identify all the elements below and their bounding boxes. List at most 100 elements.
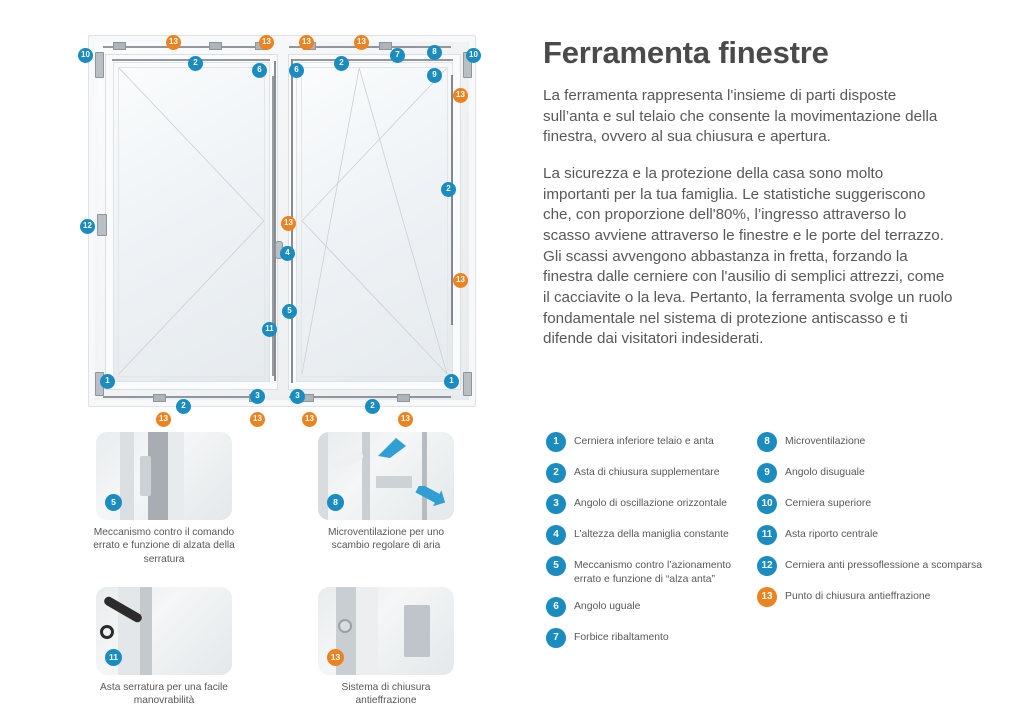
diagram-marker-13[interactable]: 13 — [250, 408, 265, 427]
diagram-marker-13[interactable]: 13 — [166, 31, 181, 50]
detail-thumbnail[interactable]: 11 — [96, 587, 232, 675]
diagram-marker-badge: 13 — [453, 87, 468, 103]
detail-thumbnail[interactable]: 13 — [318, 587, 454, 675]
card-badge: 13 — [327, 649, 344, 666]
diagram-marker-badge: 13 — [453, 272, 468, 288]
legend-badge: 6 — [546, 597, 566, 618]
locking-point — [397, 394, 410, 402]
diagram-marker-13[interactable]: 13 — [156, 408, 171, 427]
legend-label: L’altezza della maniglia constante — [574, 529, 729, 540]
diagram-marker-13[interactable]: 13 — [302, 408, 317, 427]
detail-card-5[interactable]: 5 Meccanismo contro il comando errato e … — [93, 432, 237, 566]
diagram-marker-5[interactable]: 5 — [282, 300, 297, 319]
thumb-art — [140, 587, 152, 675]
diagram-marker-badge: 2 — [176, 398, 191, 414]
detail-thumbnail[interactable]: 8 — [318, 432, 454, 520]
detail-card-13[interactable]: 13 Sistema di chiusura antieffrazione — [318, 587, 459, 708]
diagram-marker-6[interactable]: 6 — [252, 59, 267, 78]
diagram-marker-13[interactable]: 13 — [354, 31, 369, 50]
hardware-rail-top-left — [103, 46, 263, 48]
diagram-marker-badge: 10 — [466, 47, 481, 63]
glass-pane-right — [301, 67, 448, 377]
diagram-marker-13[interactable]: 13 — [281, 212, 296, 231]
diagram-marker-13[interactable]: 13 — [453, 269, 468, 288]
diagram-marker-10[interactable]: 10 — [466, 44, 481, 63]
diagram-marker-3[interactable]: 3 — [290, 385, 305, 404]
legend-item-4[interactable]: 4 L’altezza della maniglia constante — [546, 525, 757, 545]
diagram-marker-badge: 2 — [365, 398, 380, 414]
hardware-strip — [293, 59, 453, 61]
legend-badge: 8 — [757, 432, 778, 452]
legend-label: Microventilazione — [785, 436, 866, 447]
diagram-marker-12[interactable]: 12 — [80, 215, 95, 234]
legend-label: Cerniera superiore — [785, 498, 872, 509]
diagram-marker-badge: 7 — [390, 47, 405, 63]
diagram-marker-2[interactable]: 2 — [188, 52, 203, 71]
diagram-marker-13[interactable]: 13 — [299, 31, 314, 50]
legend-label: Angolo di oscillazione orizzontale — [574, 498, 728, 509]
thumb-art — [168, 432, 184, 520]
detail-thumbnail[interactable]: 5 — [96, 432, 232, 520]
diagram-marker-1[interactable]: 1 — [100, 370, 115, 389]
thumb-art — [331, 450, 365, 471]
opening-direction-lines-left — [119, 68, 264, 374]
thumb-art — [356, 587, 378, 675]
diagram-marker-11[interactable]: 11 — [262, 318, 277, 337]
diagram-marker-13[interactable]: 13 — [453, 84, 468, 103]
diagram-marker-badge: 8 — [427, 44, 442, 60]
diagram-marker-4[interactable]: 4 — [280, 242, 295, 261]
diagram-marker-2[interactable]: 2 — [176, 395, 191, 414]
diagram-marker-10[interactable]: 10 — [78, 44, 93, 63]
diagram-marker-badge: 13 — [156, 411, 171, 427]
diagram-marker-1[interactable]: 1 — [444, 370, 459, 389]
window-sash-left — [105, 54, 278, 390]
diagram-marker-badge: 2 — [441, 181, 456, 197]
detail-card-11[interactable]: 11 Asta serratura per una facile manovra… — [96, 587, 237, 708]
diagram-marker-2[interactable]: 2 — [365, 395, 380, 414]
diagram-marker-13[interactable]: 13 — [259, 31, 274, 50]
legend-badge: 4 — [546, 525, 566, 545]
thumb-art — [148, 432, 168, 520]
hinge-lower-right — [463, 372, 472, 396]
window-sash-right — [288, 54, 461, 390]
airflow-arrow-icon — [415, 486, 446, 507]
thumb-art — [338, 619, 352, 633]
legend-item-8[interactable]: 8 Microventilazione — [757, 432, 986, 452]
detail-caption: Asta serratura per una facile manovrabil… — [100, 682, 228, 707]
diagram-marker-2[interactable]: 2 — [441, 178, 456, 197]
diagram-marker-13[interactable]: 13 — [398, 408, 413, 427]
legend-badge: 11 — [757, 525, 778, 545]
diagram-marker-3[interactable]: 3 — [250, 385, 265, 404]
thumb-art — [404, 605, 430, 657]
diagram-marker-7[interactable]: 7 — [390, 44, 405, 63]
diagram-marker-8[interactable]: 8 — [427, 41, 442, 60]
diagram-marker-badge: 13 — [166, 34, 181, 50]
diagram-marker-badge: 6 — [289, 62, 304, 78]
locking-point — [209, 42, 222, 50]
diagram-marker-badge: 4 — [280, 245, 295, 261]
thumb-art — [318, 432, 328, 520]
thumb-art — [120, 432, 134, 520]
article-paragraph-2: La sicurezza e la protezione della casa … — [543, 165, 953, 348]
diagram-marker-2[interactable]: 2 — [334, 52, 349, 71]
diagram-marker-6[interactable]: 6 — [289, 59, 304, 78]
detail-card-8[interactable]: 8 Microventilazione per uno scambio rego… — [318, 432, 459, 553]
window-frame — [88, 35, 476, 407]
diagram-marker-9[interactable]: 9 — [427, 64, 442, 83]
diagram-marker-badge: 13 — [398, 411, 413, 427]
diagram-marker-badge: 1 — [100, 373, 115, 389]
